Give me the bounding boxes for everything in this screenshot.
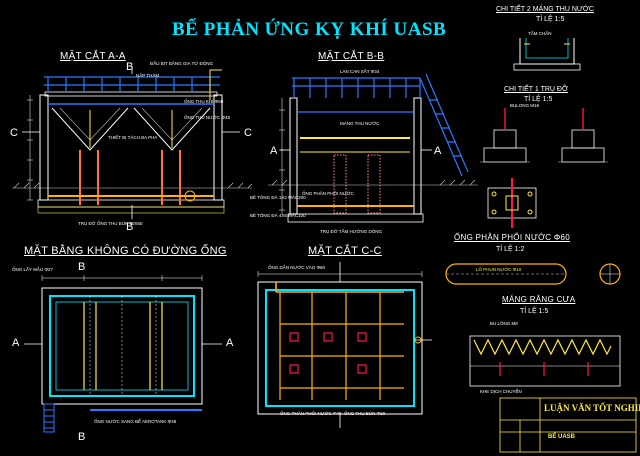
note-nap-tham: NẮP THĂM [136,73,160,78]
foundation-bb [287,213,424,223]
plan-title: MẶT BẰNG KHÔNG CÓ ĐƯỜNG ỐNG [24,245,227,257]
note-tru-do-bb: TRỤ ĐỠ TẤM HƯỚNG DÒNG [320,229,382,234]
note-thiet-bi: THIẾT BỊ TÁCH BA PHA [108,135,158,140]
note-bulong: BULONG M16 [510,103,540,108]
note-ong-phan-phoi: ỐNG PHÂN PHỐI NƯỚC [302,191,354,196]
baffle-columns-bb [333,154,381,214]
marker-b-plan-bottom: B [78,431,86,443]
marker-b-top: B [126,61,134,73]
wall-right-aa [213,94,223,201]
marker-b-plan-top: B [78,261,86,273]
railing-aa [44,76,220,92]
note-ong-thu-khi: ỐNG THU KHÍ Φ60 [184,99,224,104]
note-bu-long-m8: BU LÔNG M8 [490,321,518,326]
support-right [558,108,608,163]
marker-a-plan-left: A [12,337,20,349]
plan-outer-wall [41,287,203,405]
cc-supports [289,332,367,374]
pipe-fitting-aa [184,190,196,202]
note-ong-thu-bun: ỐNG THU BÙN Φ60 [344,411,386,416]
plan-dimensions [41,275,203,281]
plan-stair [43,403,55,433]
cc-inner-wall [265,289,415,407]
wall-right-bb [413,97,422,215]
section-cc-title: MẶT CẮT C-C [308,245,382,257]
detail-1-scale: TỈ LỆ 1:5 [524,96,553,103]
detail-1-title: CHI TIẾT 1 TRỤ ĐỠ [504,86,568,93]
marker-a-bb-left: A [270,145,278,157]
marker-c-left: C [10,127,18,139]
pipe-detail-title: ỐNG PHÂN PHỐI NƯỚC Φ60 [454,233,571,242]
marker-c-right: C [244,127,252,139]
note-ong-nuoc-sang: ỐNG NƯỚC SANG BỂ AEROTANK Φ48 [94,419,177,424]
section-bb-title: MẶT CẮT B-B [318,51,385,62]
detail-1-support [480,108,608,163]
note-lan-can: LAN CAN SẮT Φ34 [340,69,380,74]
marker-a-bb-right: A [434,145,442,157]
wall-top-aa [44,91,218,97]
title-block-school: LUẬN VĂN TỐT NGHIỆP [544,403,640,413]
support-left [480,108,530,163]
note-betong-1: BÊ TÔNG ĐÁ 1X2 MÁC200 [250,195,306,200]
note-betong-2: BÊ TÔNG ĐÁ 4X6 MÁC100 [250,213,306,218]
wall-left-aa [39,94,49,201]
drawing-title: BỂ PHẢN ỨNG KỴ KHÍ UASB [172,19,447,40]
ground-hatch-bb [268,179,478,186]
detail-weir [469,335,621,387]
weir-scale: TỈ LỆ 1:5 [520,308,549,315]
section-aa-title: MẶT CẮT A-A [60,51,126,62]
section-aa [12,66,253,219]
section-cc [257,262,432,428]
detail-2-title: CHI TIẾT 2 MÁNG THU NƯỚC [496,6,594,13]
cc-inlet-pipe [275,282,404,293]
note-ong-dan-cc: ỐNG DẪN NƯỚC VÀO Φ60 [268,265,326,270]
detail-2-scale: TỈ LỆ 1:5 [536,16,565,23]
note-khe-dich: KHE DỊCH CHUYỂN [480,389,522,394]
dimensions-bb [279,98,285,214]
marker-b-bottom: B [126,221,134,233]
dimensions-aa [27,95,33,201]
cc-distribution-grid [279,292,404,400]
note-dau-bit: ĐẦU BỊT BẰNG GIA TỪ ĐỘNG [150,61,213,66]
note-tam-chan: TẤM CHẮN [528,31,552,36]
note-ong-lay-mau: ỐNG LẤY MẪU Φ27 [12,267,54,272]
detail-pipe-flange [487,178,537,228]
detail-2-trough [513,38,581,71]
foundation-aa [37,199,225,208]
weir-title: MÁNG RĂNG CƯA [502,295,576,304]
pipe-detail-scale: TỈ LỆ 1:2 [496,246,525,253]
note-tru-do-aa: TRỤ ĐỠ ỐNG THU BÙN 60X60 [78,221,143,226]
cc-outer-wall [257,281,423,415]
gas-collection-pipes-aa [89,69,222,148]
section-bb [268,73,478,223]
ground-hatch-aa [12,182,253,189]
railing-bb [292,77,421,98]
stair-bb [419,73,469,177]
title-block-drawing: BỂ UASB [548,434,576,440]
note-lo-phun: LỖ PHUN NƯỚC Φ10 [476,267,522,272]
plan-troughs [83,302,163,390]
concrete-base-aa [37,206,225,214]
note-ong-thu-nuoc: ỐNG THU NƯỚC Φ48 [184,115,230,120]
detail-pipe-holes [445,263,621,285]
plan-view [24,275,222,433]
note-ong-phan-cc: ỐNG PHÂN PHỐI NƯỚC Φ48 [280,411,342,416]
title-block [499,397,637,453]
note-mang-thu-nuoc: MÁNG THU NƯỚC [340,121,380,126]
plan-centerlines [89,296,157,396]
marker-a-plan-right: A [226,337,234,349]
